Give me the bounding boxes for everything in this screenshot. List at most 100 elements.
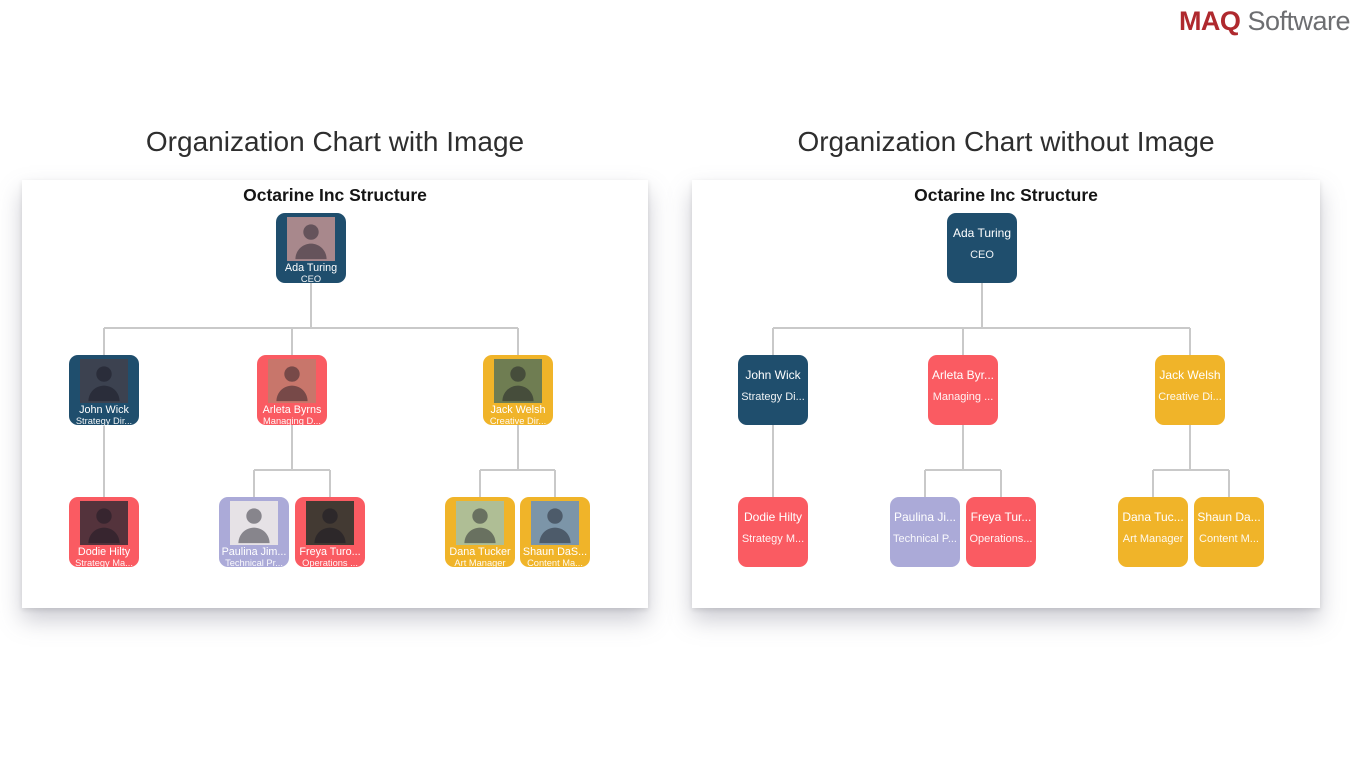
employee-role: Art Manager (1122, 533, 1184, 545)
org-connector-line (517, 328, 519, 355)
employee-name: John Wick (79, 404, 129, 416)
org-node-arleta[interactable]: Arleta Byr...Managing ... (928, 355, 998, 425)
person-silhouette-icon (238, 508, 270, 544)
org-connector-line (103, 328, 105, 355)
employee-name: Paulina Jim... (221, 546, 287, 558)
employee-name: Shaun DaS... (522, 546, 588, 558)
org-connector-line (1228, 470, 1230, 497)
person-silhouette-icon (464, 508, 496, 544)
org-connector-line (291, 328, 293, 355)
employee-role: Content Ma... (527, 558, 583, 568)
person-silhouette-icon (314, 508, 346, 544)
employee-role: Content M... (1199, 533, 1259, 545)
org-connector-line (291, 425, 293, 470)
employee-name: Arleta Byrns (262, 404, 322, 416)
org-connector-line (1153, 469, 1229, 471)
person-silhouette-icon (276, 366, 308, 402)
employee-photo (306, 501, 354, 545)
org-connector-line (253, 470, 255, 497)
employee-photo (230, 501, 278, 545)
org-connector-line (329, 470, 331, 497)
employee-role: Strategy M... (741, 533, 805, 545)
employee-name: Dana Tuc... (1122, 510, 1184, 524)
org-connector-line (480, 469, 555, 471)
employee-role: Strategy Di... (741, 391, 805, 403)
org-connector-line (1152, 470, 1154, 497)
org-connector-line (1189, 328, 1191, 355)
org-connector-line (962, 425, 964, 470)
employee-role: Technical Pr... (225, 558, 283, 568)
employee-name: Arleta Byr... (931, 368, 995, 382)
person-silhouette-icon (88, 508, 120, 544)
section-heading-without-image: Organization Chart without Image (797, 126, 1215, 157)
employee-photo (494, 359, 542, 403)
employee-name: Freya Turo... (299, 546, 361, 558)
org-connector-line (962, 328, 964, 355)
employee-name: John Wick (745, 368, 801, 382)
employee-photo (80, 359, 128, 403)
employee-name: Dana Tucker (449, 546, 511, 558)
org-connector-line (772, 425, 774, 497)
employee-name: Shaun Da... (1197, 510, 1261, 524)
section-heading-with-image: Organization Chart with Image (145, 126, 525, 157)
employee-name: Jack Welsh (490, 404, 546, 416)
org-node-freya[interactable]: Freya Tur... Operations... (966, 497, 1036, 567)
org-connector-line (479, 470, 481, 497)
org-connector-line (310, 283, 312, 328)
org-connector-line (924, 470, 926, 497)
chart-title: Octarine Inc Structure (914, 185, 1098, 205)
employee-name: Jack Welsh (1159, 368, 1221, 382)
org-node-dana[interactable]: Dana Tuc... Art Manager (1118, 497, 1188, 567)
org-connector-line (254, 469, 330, 471)
chart-title: Octarine Inc Structure (243, 185, 427, 205)
employee-photo (268, 359, 316, 403)
org-connector-line (554, 470, 556, 497)
employee-name: Freya Tur... (970, 510, 1032, 524)
logo-brand-text: MAQ (1178, 6, 1241, 36)
employee-role: Operations ... (302, 558, 358, 568)
employee-name: Ada Turing (952, 226, 1012, 240)
org-connector-line (981, 283, 983, 328)
employee-name: Ada Turing (284, 262, 338, 274)
employee-role: Strategy Dir... (75, 416, 133, 426)
employee-role: CEO (970, 249, 994, 261)
org-connector-line (103, 425, 105, 497)
employee-name: Paulina Ji... (893, 510, 957, 524)
org-node-shaun[interactable]: Shaun Da... Content M... (1194, 497, 1264, 567)
person-silhouette-icon (295, 224, 327, 260)
org-connector-line (104, 327, 518, 329)
org-connector-line (1189, 425, 1191, 470)
employee-name: Dodie Hilty (743, 510, 803, 524)
employee-photo (80, 501, 128, 545)
org-connector-line (1000, 470, 1002, 497)
employee-photo (287, 217, 335, 261)
employee-role: Managing D... (263, 416, 321, 426)
org-node-paulina[interactable]: Paulina Jim...Technical Pr... (219, 497, 289, 568)
logo-suffix-text: Software (1247, 6, 1350, 36)
employee-role: Operations... (969, 533, 1033, 545)
org-node-shaun[interactable]: Shaun DaS...Content Ma... (520, 497, 590, 568)
org-node-freya[interactable]: Freya Turo...Operations ... (295, 497, 365, 568)
employee-photo (531, 501, 579, 545)
org-connector-line (517, 425, 519, 470)
employee-role: CEO (300, 274, 322, 284)
org-connector-line (772, 328, 774, 355)
org-node-paulina[interactable]: Paulina Ji...Technical P... (890, 497, 960, 567)
person-silhouette-icon (502, 366, 534, 402)
person-silhouette-icon (88, 366, 120, 402)
employee-name: Dodie Hilty (77, 546, 131, 558)
